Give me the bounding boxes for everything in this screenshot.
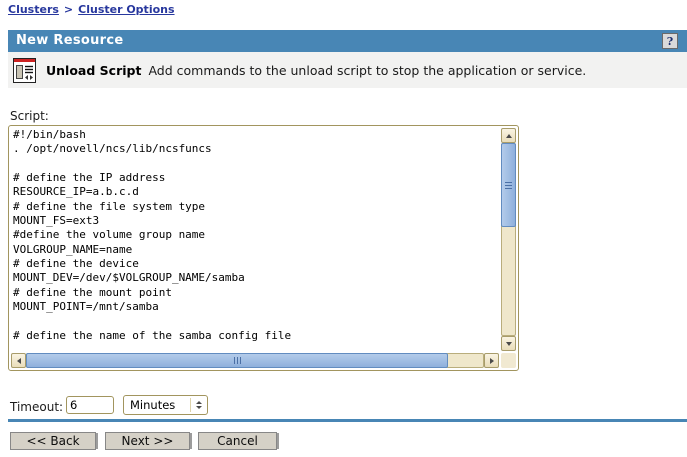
up-down-stepper-icon [190,398,202,412]
question-mark-icon: ? [666,34,674,48]
scroll-down-button[interactable] [501,336,516,351]
step-description: Add commands to the unload script to sto… [148,62,587,78]
breadcrumb: Clusters > Cluster Options [8,3,175,16]
timeout-unit-select[interactable]: Minutes [123,395,208,415]
script-content[interactable]: #!/bin/bash . /opt/novell/ncs/lib/ncsfun… [13,128,292,342]
breadcrumb-link-cluster-options[interactable]: Cluster Options [78,3,175,16]
vertical-scrollbar-thumb[interactable] [501,143,516,227]
vertical-scrollbar[interactable] [501,128,516,351]
unload-script-document-icon [13,57,36,83]
scrollbar-corner [501,353,516,368]
horizontal-scrollbar-track[interactable] [26,353,484,368]
breadcrumb-separator: > [63,3,74,16]
page-title: New Resource [16,33,124,48]
step-title: Unload Script [46,62,142,78]
cancel-button[interactable]: Cancel [198,432,277,450]
scroll-left-button[interactable] [11,353,26,368]
up-arrow-icon [505,133,512,138]
scrollbar-grip-icon [233,357,241,364]
timeout-unit-value: Minutes [130,398,176,412]
back-button[interactable]: << Back [10,432,96,450]
scrollbar-grip-icon [505,181,512,189]
timeout-label: Timeout: [10,400,64,414]
script-textarea[interactable]: #!/bin/bash . /opt/novell/ncs/lib/ncsfun… [8,125,519,371]
timeout-input[interactable] [66,396,114,414]
step-header: Unload Script Add commands to the unload… [8,52,687,88]
horizontal-scrollbar[interactable] [11,353,499,368]
left-arrow-icon [16,357,21,364]
horizontal-scrollbar-thumb[interactable] [26,353,448,368]
section-divider [8,419,687,422]
next-button[interactable]: Next >> [105,432,190,450]
help-button[interactable]: ? [662,33,678,49]
scroll-up-button[interactable] [501,128,516,143]
down-arrow-icon [505,341,512,346]
script-label: Script: [10,109,49,123]
vertical-scrollbar-track[interactable] [501,143,516,336]
breadcrumb-link-clusters[interactable]: Clusters [8,3,59,16]
scroll-right-button[interactable] [484,353,499,368]
title-bar: New Resource ? [8,30,687,52]
right-arrow-icon [489,357,494,364]
